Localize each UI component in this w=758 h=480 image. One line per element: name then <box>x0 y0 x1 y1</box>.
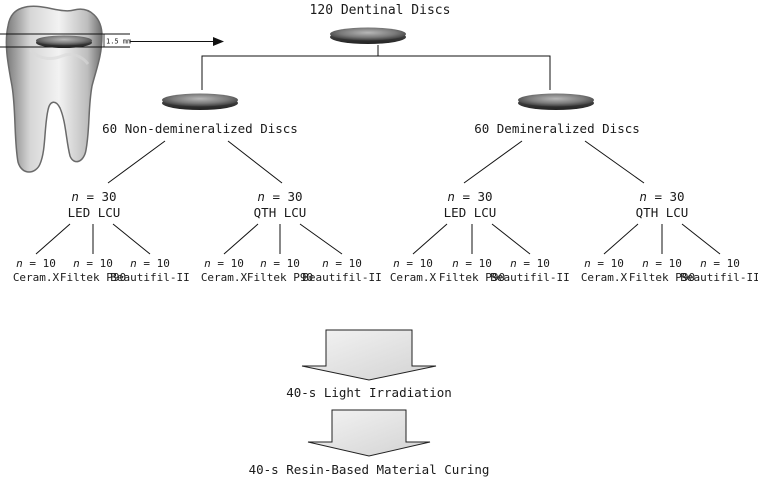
material-count-value: = 10 <box>137 257 170 270</box>
material-label: Ceram.X <box>581 271 628 284</box>
lcu-label-qth-non-demineralized: QTH LCU <box>254 205 307 220</box>
material-count-value: = 10 <box>591 257 624 270</box>
material-count: n = 10 <box>642 257 682 270</box>
lcu-label-qth-demineralized: QTH LCU <box>636 205 689 220</box>
lcu-label-led-non-demineralized: LED LCU <box>68 205 121 220</box>
group-connectors <box>107 140 645 184</box>
material-count-value: = 10 <box>459 257 492 270</box>
section-lines <box>0 33 224 48</box>
material-label: Ceram.X <box>13 271 60 284</box>
material-label: Ceram.X <box>201 271 248 284</box>
lcu-count: = 30 <box>647 189 685 204</box>
material-count-value: = 10 <box>267 257 300 270</box>
arrow-head-icon <box>213 37 224 46</box>
material-n-symbol: n <box>16 257 23 270</box>
material-count-value: = 10 <box>707 257 740 270</box>
material-count: n = 10 <box>73 257 113 270</box>
material-count: n = 10 <box>204 257 244 270</box>
material-n-symbol: n <box>452 257 459 270</box>
lcu-n-symbol: n <box>639 189 647 204</box>
material-n-symbol: n <box>700 257 707 270</box>
material-n-symbol: n <box>584 257 591 270</box>
material-label: Filtek P90 <box>60 271 126 284</box>
material-label: Filtek P90 <box>247 271 313 284</box>
material-label: Beautifil-II <box>680 271 758 284</box>
material-n-symbol: n <box>510 257 517 270</box>
root-disc <box>330 27 406 44</box>
lcu-node: n = 30 QTH LCU <box>254 189 307 220</box>
material-count: n = 10 <box>510 257 550 270</box>
material-n-symbol: n <box>642 257 649 270</box>
svg-text:n = 30: n = 30 <box>257 189 302 204</box>
material-n-symbol: n <box>73 257 80 270</box>
material-count-value: = 10 <box>517 257 550 270</box>
lcu-node: n = 30 QTH LCU <box>636 189 689 220</box>
material-label: Beautifil-II <box>110 271 189 284</box>
svg-text:n = 30: n = 30 <box>71 189 116 204</box>
group-disc-demineralized <box>518 93 594 110</box>
lcu-n-symbol: n <box>447 189 455 204</box>
lcu-label-led-demineralized: LED LCU <box>444 205 497 220</box>
group-disc-non-demineralized <box>162 93 238 110</box>
lcu-count: = 30 <box>455 189 493 204</box>
material-count-value: = 10 <box>329 257 362 270</box>
material-count: n = 10 <box>16 257 56 270</box>
group-label-non-demineralized: 60 Non-demineralized Discs <box>102 121 298 136</box>
material-count: n = 10 <box>700 257 740 270</box>
material-count: n = 10 <box>584 257 624 270</box>
material-count-value: = 10 <box>80 257 113 270</box>
tooth-illustration <box>5 5 103 173</box>
material-count: n = 10 <box>260 257 300 270</box>
material-n-symbol: n <box>260 257 267 270</box>
lcu-node: n = 30 LED LCU <box>68 189 121 220</box>
material-label: Beautifil-II <box>302 271 381 284</box>
process-arrow-1 <box>301 329 437 381</box>
lcu-count: = 30 <box>79 189 117 204</box>
material-count: n = 10 <box>452 257 492 270</box>
material-label: Filtek P90 <box>629 271 695 284</box>
material-count: n = 10 <box>322 257 362 270</box>
material-n-symbol: n <box>204 257 211 270</box>
material-connectors <box>35 223 721 255</box>
tooth-slice-disc <box>36 35 92 48</box>
material-count-value: = 10 <box>23 257 56 270</box>
step-label-material-curing: 40-s Resin-Based Material Curing <box>249 462 490 477</box>
material-label: Filtek P90 <box>439 271 505 284</box>
material-n-symbol: n <box>130 257 137 270</box>
material-count: n = 10 <box>393 257 433 270</box>
root-label: 120 Dentinal Discs <box>310 3 451 18</box>
lcu-node: n = 30 LED LCU <box>444 189 497 220</box>
lcu-n-symbol: n <box>257 189 265 204</box>
material-label: Ceram.X <box>390 271 437 284</box>
lcu-count: = 30 <box>265 189 303 204</box>
material-label: Beautifil-II <box>490 271 569 284</box>
material-count-value: = 10 <box>649 257 682 270</box>
measurement-label: 1.5 mm <box>106 38 131 46</box>
step-label-light-irradiation: 40-s Light Irradiation <box>286 385 452 400</box>
material-count-value: = 10 <box>211 257 244 270</box>
lcu-n-symbol: n <box>71 189 79 204</box>
material-n-symbol: n <box>393 257 400 270</box>
material-count: n = 10 <box>130 257 170 270</box>
process-arrow-2 <box>307 409 431 457</box>
material-n-symbol: n <box>322 257 329 270</box>
svg-text:n = 30: n = 30 <box>639 189 684 204</box>
material-count-value: = 10 <box>400 257 433 270</box>
root-connectors <box>201 45 551 90</box>
svg-text:n = 30: n = 30 <box>447 189 492 204</box>
group-label-demineralized: 60 Demineralized Discs <box>474 121 640 136</box>
